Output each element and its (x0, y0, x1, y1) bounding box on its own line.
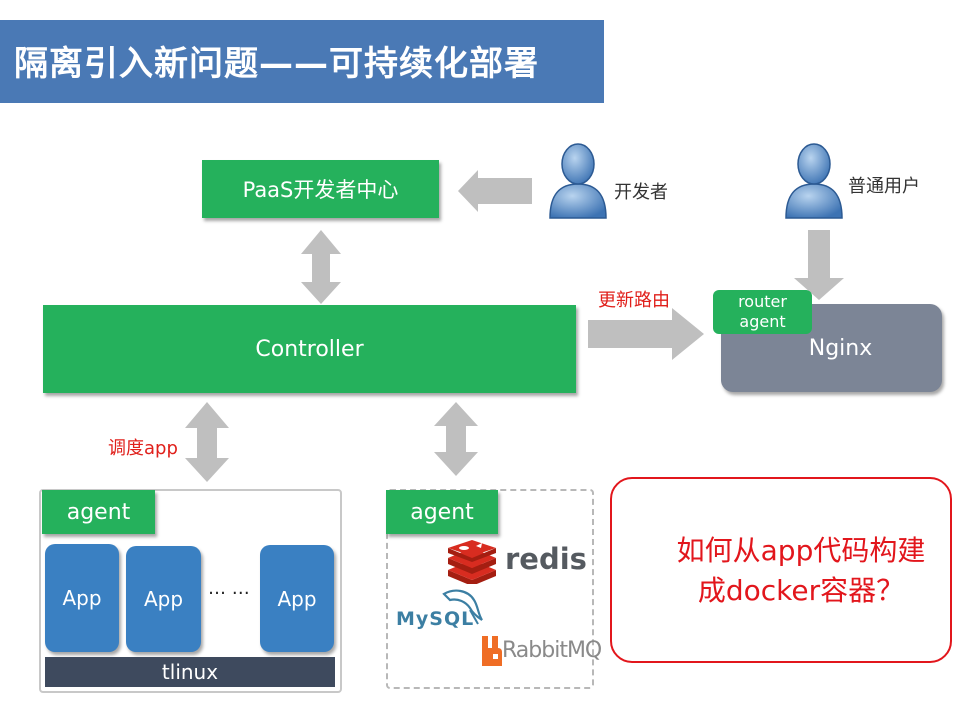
arrow-controller-cluster2 (434, 402, 478, 476)
redis-label: redis (505, 542, 587, 576)
arrow-paas-controller (301, 230, 341, 304)
router-agent-line1: router (738, 292, 787, 311)
user-label: 普通用户 (848, 176, 920, 197)
cluster1-agent: agent (42, 490, 155, 534)
user-person-icon (785, 143, 843, 219)
arrow-developer-to-paas (458, 170, 532, 212)
arrow-controller-cluster1 (185, 402, 229, 482)
app-ellipsis: … … (208, 578, 250, 599)
mysql-dolphin-icon (442, 589, 483, 625)
redis-logo-icon (448, 540, 496, 584)
mysql-label: MySQL (396, 608, 475, 630)
question-line2: 成docker容器？ (697, 574, 905, 607)
app-box-1: App (45, 544, 119, 652)
page-title: 隔离引入新问题——可持续化部署 (14, 44, 539, 84)
paas-developer-center: PaaS开发者中心 (202, 160, 439, 218)
arrow-controller-to-nginx (588, 308, 704, 360)
cluster2-agent: agent (386, 490, 498, 534)
question-box: 如何从app代码构建 成docker容器？ (610, 477, 952, 663)
router-agent: router agent (713, 290, 812, 334)
rabbitmq-logo-icon (482, 636, 502, 666)
title-bar: 隔离引入新问题——可持续化部署 (0, 20, 604, 103)
rabbitmq-label: RabbitMQ (502, 638, 602, 663)
update-route-label: 更新路由 (598, 290, 670, 311)
developer-person-icon (549, 143, 607, 219)
tlinux-os-bar: tlinux (45, 657, 335, 687)
app-box-2: App (126, 546, 201, 652)
app-box-3: App (260, 545, 334, 652)
arrow-user-to-nginx (794, 230, 844, 300)
schedule-app-label: 调度app (108, 438, 178, 459)
controller-node: Controller (43, 305, 576, 393)
developer-label: 开发者 (614, 182, 668, 203)
router-agent-line2: agent (739, 312, 786, 331)
question-line1: 如何从app代码构建 (676, 534, 926, 567)
